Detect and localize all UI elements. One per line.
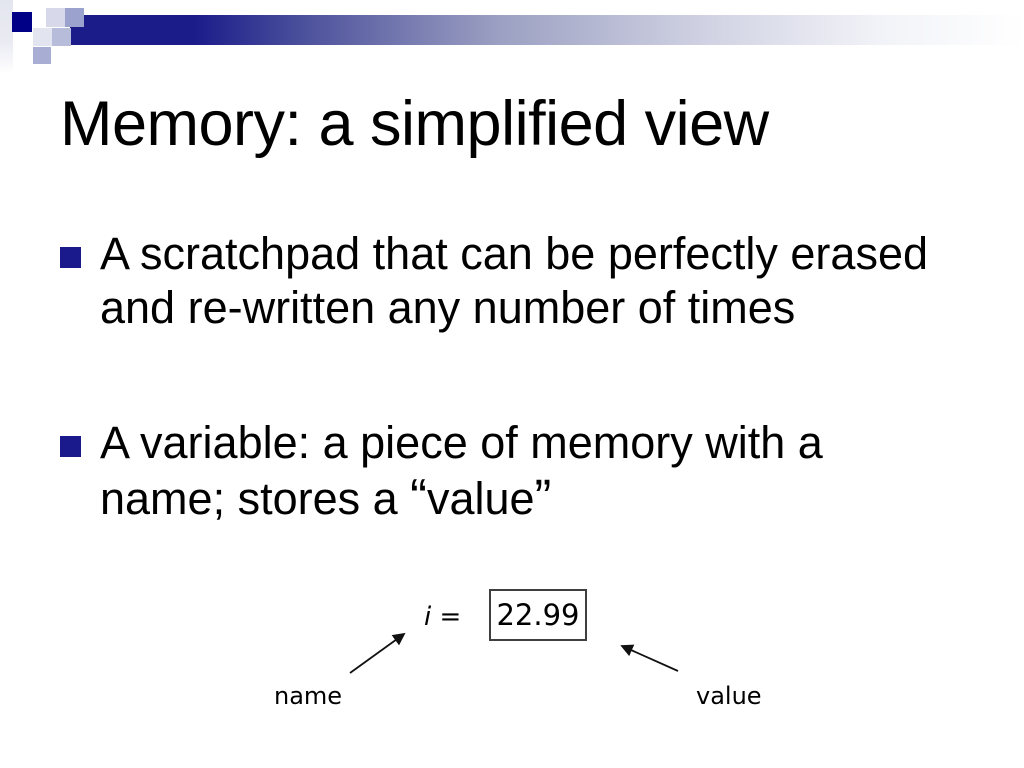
- bullet-text: A variable: a piece of memory with a nam…: [100, 416, 968, 526]
- name-arrow-icon: [349, 632, 406, 674]
- bullet-text: A scratchpad that can be perfectly erase…: [100, 227, 968, 335]
- value-box: 22.99: [489, 589, 587, 641]
- bullet-square-icon: [60, 436, 81, 457]
- bullet-line-1: A variable: a piece of memory with a: [100, 417, 823, 468]
- open-quote: “: [410, 468, 427, 525]
- value-text: 22.99: [496, 597, 580, 632]
- gradient-bar: [70, 15, 1024, 45]
- deco-square-row2-mid: [52, 28, 71, 46]
- bullet-line-2: name; stores a “value”: [100, 470, 968, 526]
- bullet-line-1: A scratchpad that can be perfectly erase…: [100, 228, 928, 279]
- value-label: value: [696, 682, 762, 710]
- deco-square-row3: [33, 47, 51, 64]
- bullet-item: A scratchpad that can be perfectly erase…: [58, 227, 968, 335]
- variable-name: i: [424, 602, 432, 632]
- left-strip: [0, 0, 13, 74]
- deco-square-top-light: [46, 8, 65, 27]
- quoted-word: value: [426, 473, 535, 524]
- deco-square-top-medium: [65, 8, 84, 27]
- name-label: name: [274, 682, 343, 710]
- bullet-item: A variable: a piece of memory with a nam…: [58, 416, 968, 526]
- close-quote: ”: [534, 468, 552, 525]
- bullet-line-2-prefix: name; stores a: [100, 473, 411, 524]
- value-arrow-icon: [620, 644, 679, 672]
- deco-square-row2-pale: [33, 28, 52, 46]
- slide-title: Memory: a simplified view: [60, 89, 769, 159]
- bullet-square-icon: [60, 247, 81, 268]
- variable-assignment: i =: [424, 604, 461, 630]
- bullet-line-2: and re-written any number of times: [100, 282, 796, 333]
- deco-square-navy: [12, 12, 32, 32]
- equals-sign: =: [439, 602, 462, 632]
